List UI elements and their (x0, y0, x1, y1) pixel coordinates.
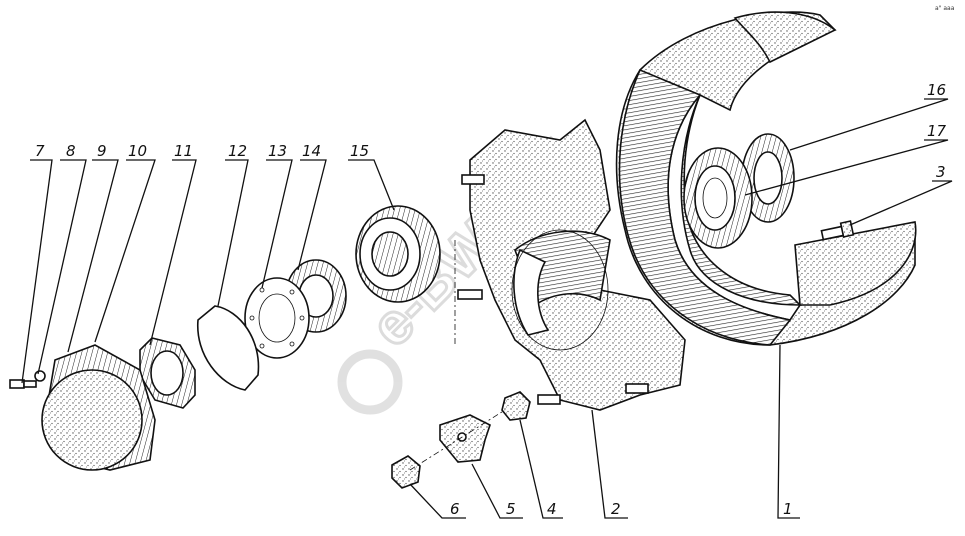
corner-mark: а" ааа (935, 5, 955, 12)
callout-13: 13 (268, 142, 287, 160)
part-8-washer (34, 370, 46, 382)
part-2-hub-housing (457, 118, 686, 411)
callout-17: 17 (927, 122, 947, 140)
callout-12: 12 (228, 142, 247, 160)
callout-4: 4 (547, 500, 557, 518)
part-6-nut (391, 455, 421, 489)
callout-5: 5 (506, 500, 516, 518)
part-4-nut (501, 391, 531, 421)
callout-7: 7 (35, 142, 45, 160)
callout-11: 11 (174, 142, 193, 160)
part-5-wedge (439, 414, 491, 463)
part-11-hex-ring (139, 337, 196, 409)
callout-1: 1 (783, 500, 793, 518)
callout-10: 10 (128, 142, 147, 160)
callout-14: 14 (302, 142, 321, 160)
part-1-brake-drum (615, 11, 917, 346)
part-12-lock-plate (197, 305, 260, 391)
callout-15: 15 (350, 142, 369, 160)
leader-lines (21, 98, 953, 519)
part-15-roller-bearing (355, 205, 441, 303)
part-7-bolt (9, 379, 37, 389)
callout-3: 3 (936, 163, 946, 181)
callout-2: 2 (611, 500, 621, 518)
part-13-gasket (244, 277, 310, 359)
part-10-hub-cap (41, 344, 156, 471)
callout-9: 9 (97, 142, 107, 160)
part-17-bearing-cone (683, 147, 753, 249)
callout-6: 6 (450, 500, 460, 518)
callout-8: 8 (66, 142, 76, 160)
callout-16: 16 (927, 81, 946, 99)
